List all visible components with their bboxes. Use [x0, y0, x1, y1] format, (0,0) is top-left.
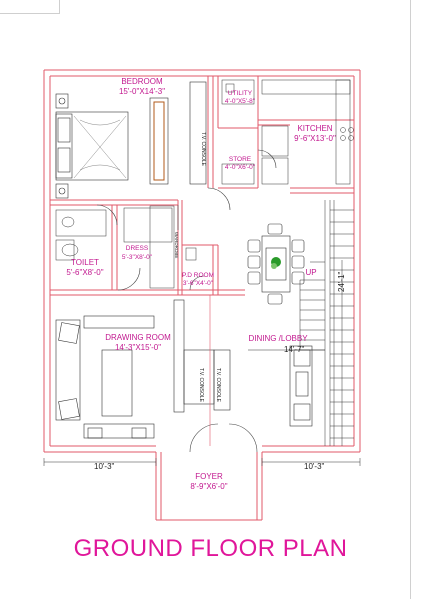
- dimension-lines: [43, 260, 361, 466]
- wardrobe-label: WARDROBE: [174, 232, 179, 259]
- stair-width-dimension: 14'-7": [284, 345, 305, 354]
- dress-size: 5'-3"X8'-0": [121, 254, 153, 261]
- lobby-furniture: [289, 345, 313, 427]
- kitchen-name: KITCHEN: [297, 124, 333, 133]
- kitchen-size: 9'-6"X13'-0": [294, 134, 336, 143]
- outer-walls: [43, 69, 361, 453]
- drawing-furniture: [55, 295, 231, 446]
- dress-name: DRESS: [125, 245, 149, 252]
- store-size: 4'-0"X6'-0": [224, 164, 256, 171]
- drawing-tv-console-label: T.V. CONSOLE: [198, 368, 204, 402]
- bedroom-tv-console-label: T.V. CONSOLE: [200, 132, 206, 166]
- pooja-size: 3'-6"X4'-0": [182, 280, 214, 287]
- left-width-dimension: 10'-3": [94, 462, 115, 471]
- toilet-size: 5'-6"X8'-0": [66, 268, 104, 277]
- plan-title: GROUND FLOOR PLAN: [73, 535, 348, 562]
- dining-table: [247, 223, 305, 305]
- store-name: STORE: [228, 156, 252, 163]
- bedroom-size: 15'-0"X14'-3": [118, 87, 166, 96]
- page-corner-mark: [0, 0, 60, 14]
- foyer-name: FOYER: [195, 472, 223, 481]
- interior-walls: [50, 76, 354, 521]
- drawing-room-name: DRAWING ROOM: [105, 333, 171, 342]
- dining-plant: [271, 257, 281, 269]
- pooja-name: P.D ROOM: [181, 272, 215, 279]
- drawing-room-size: 14'-3"X15'-0": [114, 343, 162, 352]
- stair-length-dimension: 24'-1": [337, 271, 346, 292]
- dining-lobby-name: DINING /LOBBY: [248, 334, 308, 343]
- doors: [96, 149, 277, 453]
- toilet-fixtures: [55, 205, 197, 289]
- utility-size: 4'-0"X5'-8": [224, 98, 256, 105]
- utility-name: UTILITY: [227, 90, 253, 97]
- toilet-name: TOILET: [71, 258, 99, 267]
- lobby-tv-console-label: T.V. CONSOLE: [215, 368, 221, 402]
- staircase: [299, 200, 354, 446]
- bedroom-wardrobe: [149, 81, 207, 185]
- bed: [55, 93, 129, 199]
- right-width-dimension: 10'-3": [304, 462, 325, 471]
- stair-up-label: UP: [305, 268, 317, 277]
- page-edge: [410, 0, 411, 599]
- foyer-size: 8'-9"X6'-0": [190, 482, 228, 491]
- kitchen-fixtures: [221, 79, 354, 185]
- bedroom-name: BEDROOM: [121, 77, 163, 86]
